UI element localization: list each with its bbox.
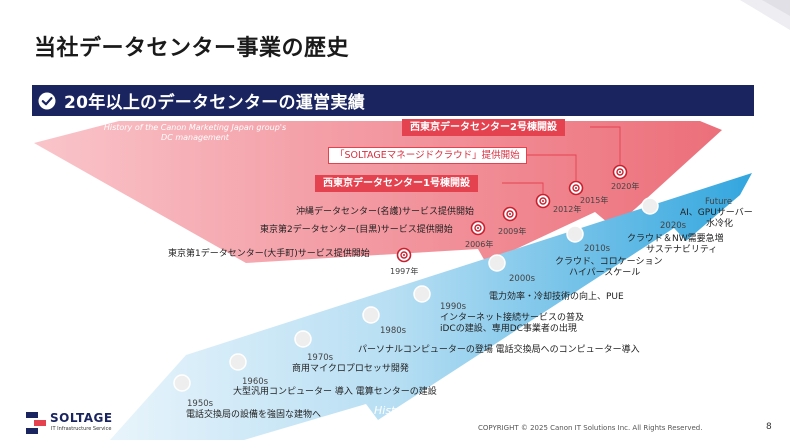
era-1960s-year: 1960s [242, 377, 269, 387]
era-future-label-2: 水冷化 [706, 219, 734, 229]
corner-decoration [740, 0, 790, 30]
tokyo-dc-1-label: 東京第1データセンター(大手町)サービス提供開始 [168, 249, 370, 259]
canon-history-caption: History of the Canon Marketing Japan gro… [103, 123, 287, 142]
soltage-logo-icon [26, 412, 46, 434]
era-1980s-label: パーソナルコンピューターの登場 電話交換局へのコンピューター導入 [358, 345, 640, 355]
connector-east2 [590, 126, 621, 165]
era-1990s-marker [413, 285, 431, 303]
era-1950s-label: 電話交換局の設備を強固な建物へ [186, 410, 322, 420]
milestone-2009-marker [502, 206, 518, 222]
callout-west-tokyo-dc-1: 西東京データセンター1号棟開設 [315, 175, 478, 192]
era-2010s-year: 2010s [584, 244, 611, 254]
year-2020: 2020年 [611, 182, 640, 191]
era-1970s-year: 1970s [307, 353, 334, 363]
copyright: COPYRIGHT © 2025 Canon IT Solutions Inc.… [478, 424, 703, 432]
era-2010s-label-1: クラウド、コロケーション [555, 257, 663, 267]
era-1990s-label-1: インターネット接続サービスの普及 [440, 313, 585, 323]
year-2006: 2006年 [465, 240, 494, 249]
era-future-year: Future [705, 197, 733, 207]
era-2020s-label-2: サステナビリティ [646, 245, 718, 255]
it-history-arrow [110, 173, 752, 440]
okinawa-dc-label: 沖縄データセンター(名護)サービス提供開始 [296, 207, 475, 217]
era-1970s-marker [294, 330, 312, 348]
connector-soltage [516, 154, 577, 181]
year-2012: 2012年 [553, 205, 582, 214]
callout-soltage-cloud: 「SOLTAGEマネージドクラウド」提供開始 [328, 147, 527, 164]
era-1980s-marker [362, 306, 380, 324]
milestone-2020-marker [612, 164, 628, 180]
era-2000s-label: 電力効率・冷却技術の向上、PUE [489, 292, 624, 302]
logo-tagline: IT Infrastructure Service [51, 426, 112, 432]
era-1980s-year: 1980s [380, 326, 407, 336]
year-2015: 2015年 [580, 196, 609, 205]
headline-banner [32, 85, 754, 116]
milestone-2006-marker [470, 220, 486, 236]
era-1950s-marker [173, 374, 191, 392]
callout-west-tokyo-dc-2: 西東京データセンター2号棟開設 [402, 119, 565, 136]
milestone-1997-marker [396, 247, 412, 263]
era-2020s-label-1: クラウド＆NW需要急増 [627, 234, 724, 244]
era-2020s-marker [641, 197, 659, 215]
era-2010s-label-2: ハイパースケール [569, 268, 641, 278]
banner-text: 20年以上のデータセンターの運営実績 [64, 93, 366, 113]
milestone-2012-marker [535, 193, 551, 209]
era-2000s-year: 2000s [509, 274, 536, 284]
tokyo-dc-2-label: 東京第2データセンター(目黒)サービス提供開始 [260, 225, 453, 235]
era-future-label-1: AI、GPUサーバー [680, 208, 753, 218]
year-1997: 1997年 [390, 267, 419, 276]
era-2020s-year: 2020s [660, 221, 687, 231]
milestone-2015-marker [568, 180, 584, 196]
check-circle-icon [38, 92, 56, 110]
era-1990s-year: 1990s [440, 302, 467, 312]
slide-title: 当社データセンター事業の歴史 [34, 36, 350, 61]
logo-name: SOLTAGE [50, 411, 113, 425]
era-1990s-label-2: iDCの建設、専用DC事業者の出現 [440, 324, 577, 334]
page-number: 8 [766, 422, 772, 432]
connector-east1 [502, 182, 544, 194]
it-history-caption: History of the IT industry & DC in Japan [374, 404, 591, 417]
canon-history-arrow [34, 121, 722, 263]
era-1970s-label: 商用マイクロプロセッサ開発 [292, 364, 409, 374]
year-2009: 2009年 [498, 227, 527, 236]
era-2000s-marker [488, 254, 506, 272]
era-1960s-marker [229, 353, 247, 371]
era-1950s-year: 1950s [187, 399, 214, 409]
era-2010s-marker [566, 225, 584, 243]
era-1960s-label: 大型汎用コンピューター 導入 電算センターの建設 [233, 387, 437, 397]
